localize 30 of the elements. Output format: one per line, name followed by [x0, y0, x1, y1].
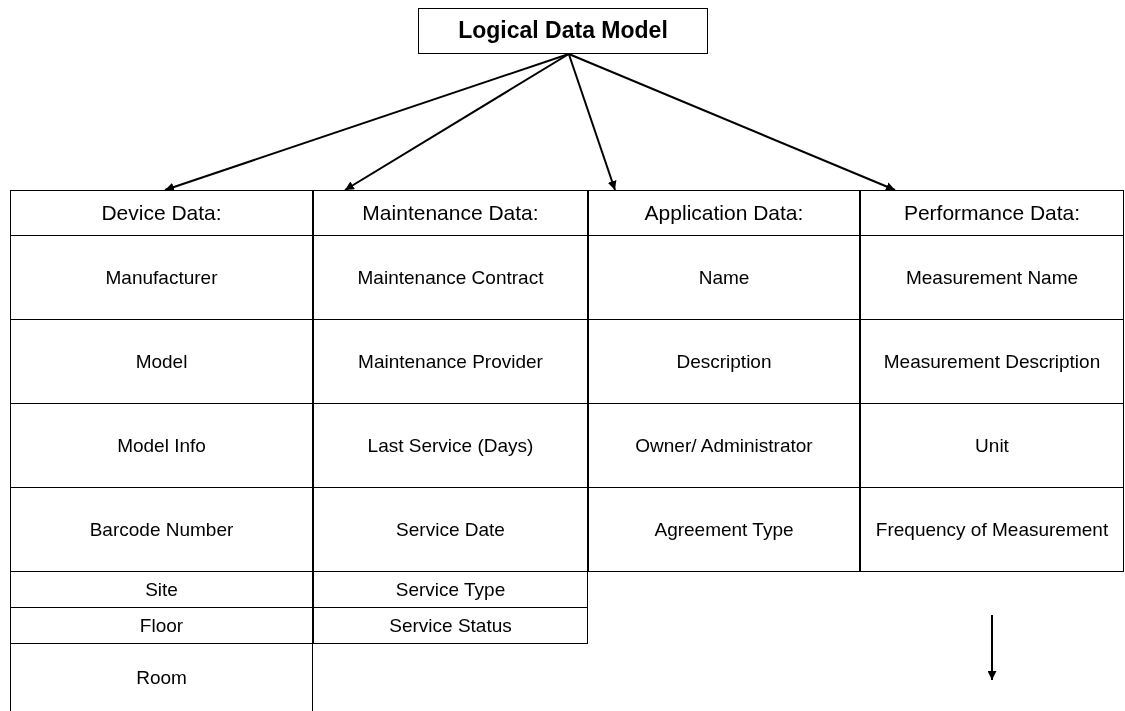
column-header: Application Data: [588, 190, 860, 236]
arrow [567, 53, 896, 191]
table-cell: Owner/ Administrator [588, 403, 860, 488]
table-cell: Site [10, 571, 313, 608]
table-cell: Barcode Number [10, 487, 313, 572]
table-cell: Room [10, 643, 313, 711]
table-cell: Maintenance Contract [313, 235, 588, 320]
table-cell: Service Date [313, 487, 588, 572]
table-cell: Model [10, 319, 313, 404]
table-cell: Agreement Type [588, 487, 860, 572]
arrow [344, 53, 570, 191]
title-box [418, 8, 708, 54]
arrow [567, 53, 617, 191]
table-cell: Maintenance Provider [313, 319, 588, 404]
table-cell: Name [588, 235, 860, 320]
table-cell: Service Type [313, 571, 588, 608]
table-cell: Last Service (Days) [313, 403, 588, 488]
table-cell: Measurement Description [860, 319, 1124, 404]
table-cell: Frequency of Measurement [860, 487, 1124, 572]
table-cell: Unit [860, 403, 1124, 488]
table-cell: Description [588, 319, 860, 404]
table-cell: Manufacturer [10, 235, 313, 320]
column-header: Maintenance Data: [313, 190, 588, 236]
title-text: Logical Data Model [458, 16, 668, 46]
table-cell: Model Info [10, 403, 313, 488]
column-header: Performance Data: [860, 190, 1124, 236]
table-cell: Service Status [313, 607, 588, 644]
table-cell: Floor [10, 607, 313, 644]
table-cell: Measurement Name [860, 235, 1124, 320]
column-header: Device Data: [10, 190, 313, 236]
